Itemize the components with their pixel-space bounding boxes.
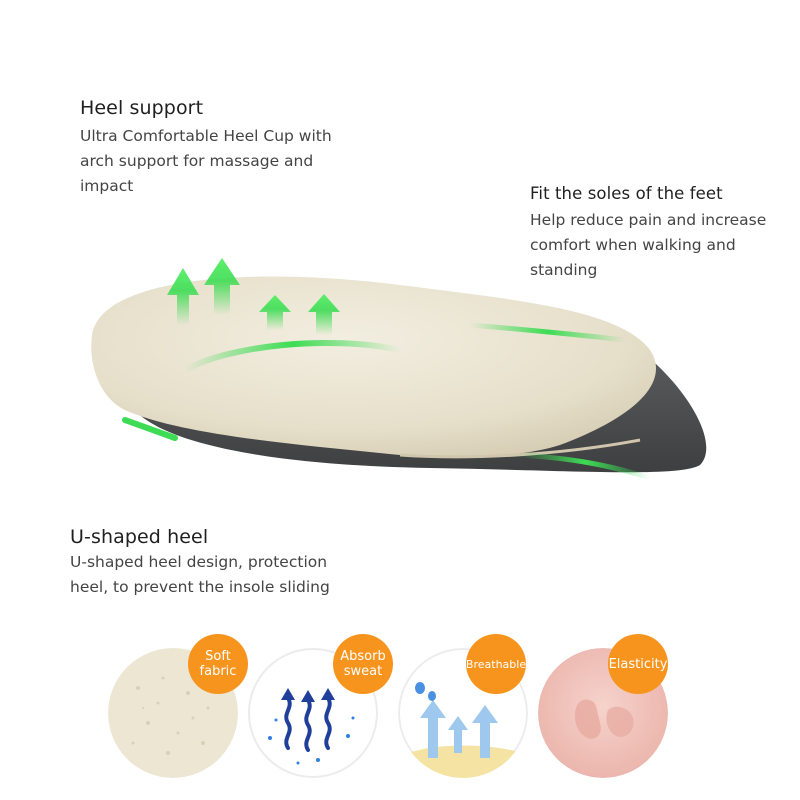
support-streak [182, 339, 403, 373]
insole-product-image [91, 258, 707, 481]
badge-breathable: Breathable [398, 628, 538, 788]
support-streak [517, 452, 653, 481]
badge-elasticity: Elasticity [538, 628, 678, 788]
support-streak [122, 417, 178, 441]
badge-label: Absorb sweat [333, 634, 393, 694]
support-streak [467, 322, 628, 343]
feature-description: Ultra Comfortable Heel Cup with arch sup… [80, 127, 332, 195]
badge-absorb-sweat: Absorb sweat [248, 628, 393, 788]
feature-u-shaped-heel: U-shaped heel U-shaped heel design, prot… [70, 525, 390, 600]
feature-fit-soles: Fit the soles of the feet Help reduce pa… [530, 182, 790, 283]
feature-title: Fit the soles of the feet [530, 184, 723, 203]
feature-description: Help reduce pain and increase comfort wh… [530, 211, 767, 279]
feature-title: U-shaped heel [70, 526, 209, 548]
feature-title: Heel support [80, 97, 204, 119]
badge-label: Breathable [466, 634, 526, 694]
arrow-up-icon [167, 258, 340, 335]
fabric-top-shape [91, 276, 657, 458]
feature-heel-support: Heel support Ultra Comfortable Heel Cup … [80, 96, 380, 199]
badge-label: Elasticity [608, 634, 668, 694]
feature-description: U-shaped heel design, protection heel, t… [70, 553, 330, 596]
badge-label: Soft fabric [188, 634, 248, 694]
badge-soft-fabric: Soft fabric [108, 628, 248, 788]
